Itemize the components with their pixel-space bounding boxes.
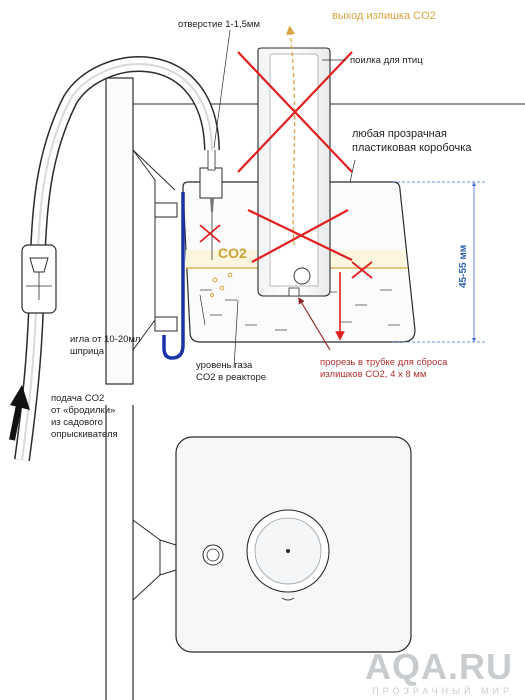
label-slot-line2: излишков CO2, 4 x 8 мм — [320, 369, 427, 380]
label-bird-feeder: поилка для птиц — [350, 55, 423, 66]
feed-arrow — [9, 385, 30, 441]
cross-mark-top — [237, 51, 353, 173]
label-depth: 45-55 мм — [458, 244, 469, 288]
aquarium-wall — [105, 77, 134, 700]
label-excess-out: выход излишка CO2 — [332, 10, 436, 22]
cross-mark-small-right — [351, 261, 373, 279]
label-hole: отверстие 1-1,5мм — [178, 19, 260, 30]
label-box-line2: пластиковая коробочка — [352, 142, 472, 154]
slot-pointer-arrow — [298, 297, 331, 351]
label-needle-line2: шприца — [70, 346, 105, 357]
reactor-front-view — [132, 436, 412, 653]
watermark: AQA.RU ПРОЗРАЧНЫЙ МИР — [365, 646, 513, 697]
label-level-line2: CO2 в реакторе — [196, 372, 267, 383]
label-feed-line2: от «бродилки» — [51, 405, 116, 416]
watermark-site: AQA.RU — [365, 646, 513, 687]
depth-dimension — [392, 181, 485, 343]
label-co2: CO2 — [218, 245, 247, 261]
watermark-tagline: ПРОЗРАЧНЫЙ МИР — [372, 686, 513, 696]
label-level-line1: уровень газа — [196, 360, 253, 371]
leader-lines — [199, 29, 356, 369]
intake-tube — [162, 192, 185, 360]
cross-mark-small-left — [199, 224, 221, 243]
bird-feeder-tube — [257, 25, 331, 297]
label-needle-line1: игла от 10-20мл — [70, 334, 141, 345]
label-feed-line3: из садового — [51, 417, 103, 428]
label-box-line1: любая прозрачная — [352, 128, 447, 140]
cross-mark-mid — [247, 209, 353, 263]
label-slot-line1: прорезь в трубке для сброса — [320, 357, 448, 368]
co2-hose — [14, 56, 220, 462]
suction-holder-side — [132, 149, 178, 351]
label-feed-line4: опрыскивателя — [51, 429, 118, 440]
label-feed-line1: подача CO2 — [51, 393, 105, 404]
